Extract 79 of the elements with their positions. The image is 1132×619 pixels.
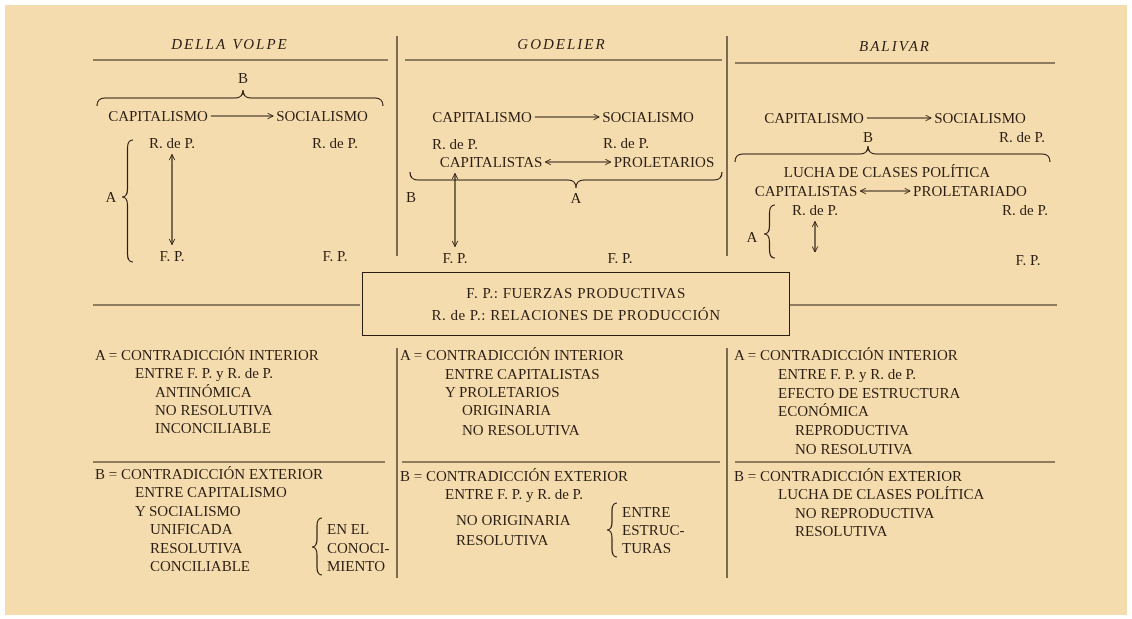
key-text: F. P.: FUERZAS PRODUCTIVAS [466,284,686,303]
term-label: SOCIALISMO [934,109,1026,127]
definition-line: RESOLUTIVA [456,531,549,549]
definition-line: EN EL [327,520,370,538]
term-label: F. P. [442,249,468,267]
definition-line: INCONCILIABLE [155,419,271,437]
definition-line: NO RESOLUTIVA [795,440,913,458]
definition-line: ORIGINARIA [462,401,552,419]
term-label: R. de P. [312,134,358,152]
arrow [811,220,819,253]
definition-line: MIENTO [327,557,386,575]
definition-line: ENTRE CAPITALISMO [135,483,287,501]
key-box [362,272,790,336]
definition-line: B = CONTRADICCIÓN EXTERIOR [400,467,629,485]
term-label: F. P. [159,247,185,265]
term-label: F. P. [322,247,348,265]
definition-line: CONCILIABLE [150,557,250,575]
column-heading: BALIVAR [859,37,931,55]
definition-line: NO ORIGINARIA [456,511,571,529]
definition-line: ENTRE F. P. y R. de P. [135,364,273,382]
definition-line: A = CONTRADICCIÓN INTERIOR [95,346,319,364]
definition-line: Y SOCIALISMO [135,502,241,520]
term-label: CAPITALISTAS [754,182,858,200]
term-label: R. de P. [999,128,1045,146]
definition-line: NO REPRODUCTIVA [795,504,935,522]
term-label: PROLETARIADO [913,182,1027,200]
definition-line: ANTINÓMICA [155,383,252,401]
definition-line: ENTRE [622,503,671,521]
letter-label: B [238,69,248,87]
arrow [534,113,600,121]
definition-line: EFECTO DE ESTRUCTURA [778,384,961,402]
term-label: R. de P. [1002,201,1048,219]
term-label: SOCIALISMO [602,108,694,126]
definition-line: B = CONTRADICCIÓN EXTERIOR [95,465,324,483]
term-label: R. de P. [149,134,195,152]
term-label: CAPITALISMO [432,108,532,126]
column-heading: DELLA VOLPE [171,35,289,53]
term-label: F. P. [1015,251,1041,269]
definition-line: NO RESOLUTIVA [462,421,580,439]
definition-line: B = CONTRADICCIÓN EXTERIOR [734,467,963,485]
term-label: SOCIALISMO [276,107,368,125]
term-label: CAPITALISTAS [439,153,543,171]
definition-line: ENTRE CAPITALISTAS [445,365,600,383]
definition-line: ENTRE F. P. y R. de P. [778,365,916,383]
definition-line: UNIFICADA [150,520,233,538]
arrow [451,172,459,248]
definition-line: A = CONTRADICCIÓN INTERIOR [400,346,624,364]
definition-line: ENTRE F. P. y R. de P. [445,485,583,503]
definition-line: TURAS [622,539,672,557]
definition-line: RESOLUTIVA [150,539,243,557]
definition-line: LUCHA DE CLASES POLÍTICA [778,485,985,503]
arrow [544,158,612,166]
arrow [859,187,911,195]
letter-label: B [406,188,416,206]
letter-label: A [746,228,758,246]
letter-label: A [570,189,582,207]
definition-line: NO RESOLUTIVA [155,401,273,419]
arrow [866,114,932,122]
definition-line: A = CONTRADICCIÓN INTERIOR [734,346,958,364]
arrow [210,112,274,120]
term-label: R. de P. [792,201,838,219]
definition-line: ESTRUC- [622,521,685,539]
letter-label: A [105,188,117,206]
letter-label: B [863,128,873,146]
term-label: CAPITALISMO [108,107,208,125]
term-label: R. de P. [432,135,478,153]
term-label: CAPITALISMO [764,109,864,127]
definition-line: RESOLUTIVA [795,522,888,540]
definition-line: REPRODUCTIVA [795,421,909,439]
term-label: F. P. [607,249,633,267]
key-text: R. de P.: RELACIONES DE PRODUCCIÓN [431,306,721,325]
arrow [168,153,176,246]
column-heading: GODELIER [517,35,607,53]
definition-line: ECONÓMICA [778,402,869,420]
term-label: PROLETARIOS [613,153,715,171]
definition-line: CONOCI- [327,539,390,557]
definition-line: Y PROLETARIOS [445,383,560,401]
term-label: R. de P. [603,134,649,152]
term-label: LUCHA DE CLASES POLÍTICA [783,163,991,181]
